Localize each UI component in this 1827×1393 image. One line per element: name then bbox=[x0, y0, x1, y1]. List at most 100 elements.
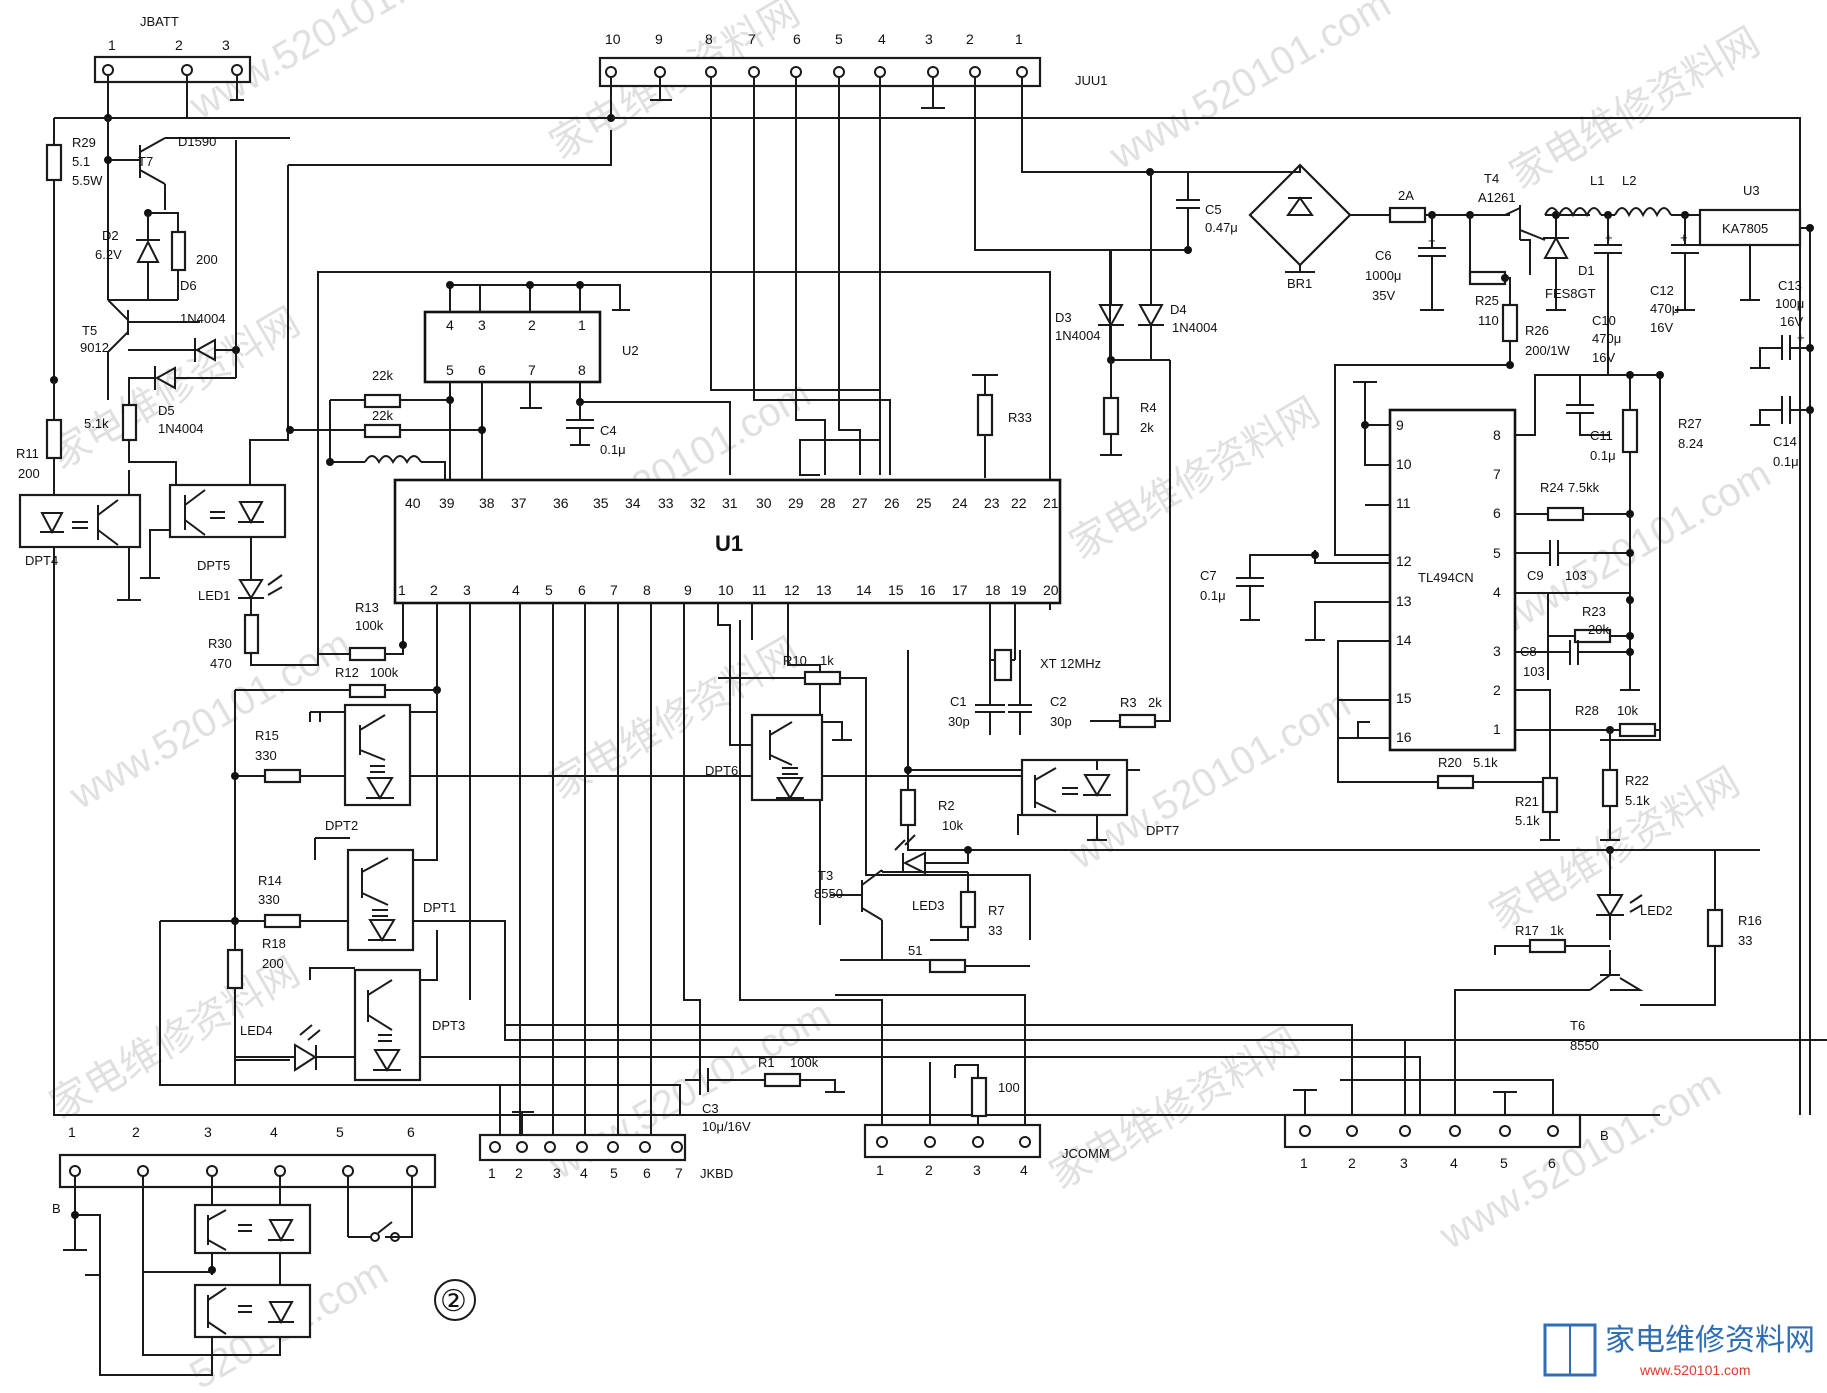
junction bbox=[446, 281, 454, 289]
pin-label: 3 bbox=[973, 1162, 981, 1178]
component-value: 12MHz bbox=[1060, 656, 1101, 671]
resistor-r21 bbox=[1541, 776, 1559, 814]
component-label: R10 bbox=[783, 653, 807, 668]
junction bbox=[71, 1211, 79, 1219]
component-label: R33 bbox=[1008, 410, 1032, 425]
transistor-t5 bbox=[107, 299, 200, 400]
component-label: R21 bbox=[1515, 794, 1539, 809]
resistor-r11 bbox=[45, 418, 63, 460]
capacitor-c8 bbox=[1515, 640, 1630, 665]
pin-label: 13 bbox=[1396, 593, 1412, 609]
component-label: T3 bbox=[818, 868, 833, 883]
component-value: 16V bbox=[1592, 350, 1615, 365]
capacitors-c1-c2 bbox=[975, 690, 1032, 735]
component-label: C8 bbox=[1520, 644, 1537, 659]
pin-label: 12 bbox=[1396, 553, 1412, 569]
component-value: 100 bbox=[998, 1080, 1020, 1095]
wire bbox=[505, 1024, 1554, 1115]
optocoupler-b1 bbox=[193, 1203, 312, 1255]
pin-label: 23 bbox=[984, 495, 1000, 511]
chip-label: U2 bbox=[622, 343, 639, 358]
junction bbox=[231, 917, 239, 925]
pin bbox=[489, 1141, 501, 1153]
component-label: D2 bbox=[102, 228, 119, 243]
capacitor-c10 bbox=[1594, 215, 1622, 376]
component-value: 8550 bbox=[814, 886, 843, 901]
component-label: R27 bbox=[1678, 416, 1702, 431]
component-value: 103 bbox=[1565, 568, 1587, 583]
component-label: R16 bbox=[1738, 913, 1762, 928]
component-value: 0.1μ bbox=[1773, 454, 1799, 469]
wire bbox=[128, 140, 237, 390]
pin-label: 4 bbox=[878, 31, 886, 47]
component-value: 35V bbox=[1372, 288, 1395, 303]
connector-jbatt: JBATT 1 2 3 bbox=[93, 14, 252, 84]
inductor-l1 bbox=[1544, 207, 1602, 218]
wire bbox=[140, 165, 289, 579]
figure-number-circle bbox=[434, 1279, 476, 1321]
switch-contact bbox=[390, 1232, 400, 1242]
junction bbox=[399, 641, 407, 649]
resistor-r22 bbox=[1601, 768, 1619, 808]
component-label: DPT3 bbox=[432, 1018, 465, 1033]
component-value: 22k bbox=[372, 408, 393, 423]
watermark-cn: 家电维修资料网 bbox=[1063, 390, 1327, 568]
pin-label: 7 bbox=[748, 31, 756, 47]
pin-label: 11 bbox=[1396, 495, 1411, 511]
pin-label: 4 bbox=[512, 582, 520, 598]
pin-label: 15 bbox=[1396, 690, 1412, 706]
resistor-r1 bbox=[763, 1072, 802, 1088]
pin-label: 18 bbox=[985, 582, 1001, 598]
phototransistor-icon bbox=[40, 499, 119, 546]
pin bbox=[972, 1136, 984, 1148]
pin-label: 6 bbox=[407, 1124, 415, 1140]
wire bbox=[1505, 277, 1511, 305]
wire bbox=[314, 837, 350, 860]
pin-label: 2 bbox=[515, 1165, 523, 1181]
capacitor-c9 bbox=[1515, 540, 1630, 566]
wire bbox=[1049, 320, 1171, 722]
pin-label: 2 bbox=[132, 1124, 140, 1140]
pin-label: 5 bbox=[610, 1165, 618, 1181]
component-label: C7 bbox=[1200, 568, 1217, 583]
wire bbox=[309, 930, 438, 1071]
component-value: 0.1μ bbox=[600, 442, 626, 457]
resistor-r27 bbox=[1621, 408, 1639, 454]
wire bbox=[989, 603, 1016, 661]
pin bbox=[576, 1141, 588, 1153]
wire bbox=[421, 461, 446, 480]
wire bbox=[117, 470, 141, 601]
pin-label: 7 bbox=[610, 582, 618, 598]
pin-label: 29 bbox=[788, 495, 804, 511]
pin-label: 14 bbox=[856, 582, 872, 598]
component-value: 20k bbox=[1588, 622, 1609, 637]
component-value: 1N4004 bbox=[180, 311, 226, 326]
component-value: 100k bbox=[790, 1055, 819, 1070]
capacitor-c7 bbox=[1236, 554, 1315, 621]
watermark-cn: 家电维修资料网 bbox=[1043, 1020, 1307, 1198]
pin-label: 24 bbox=[952, 495, 968, 511]
wire bbox=[288, 130, 612, 166]
pin bbox=[1399, 1125, 1411, 1137]
pin-label: 25 bbox=[916, 495, 932, 511]
pin bbox=[607, 1141, 619, 1153]
figure-number: ② bbox=[440, 1285, 467, 1318]
connector-label: JBATT bbox=[140, 14, 179, 29]
connector-juu1: 10 9 8 7 6 5 4 3 2 1 JUU1 bbox=[598, 31, 1108, 88]
component-value: 33 bbox=[1738, 933, 1752, 948]
pin-label: 8 bbox=[1493, 427, 1501, 443]
junction bbox=[446, 396, 454, 404]
pin-label: 9 bbox=[655, 31, 663, 47]
component-value: 8.24 bbox=[1678, 436, 1703, 451]
wire bbox=[894, 834, 969, 873]
component-label: R28 bbox=[1575, 703, 1599, 718]
junction bbox=[231, 772, 239, 780]
resistor-22k bbox=[363, 423, 402, 439]
resistor-r17 bbox=[1528, 938, 1567, 954]
component-value: 200 bbox=[262, 956, 284, 971]
pin-label: 6 bbox=[578, 582, 586, 598]
wire bbox=[776, 721, 852, 799]
resistor-r30 bbox=[243, 613, 260, 655]
component-label: D1 bbox=[1578, 263, 1595, 278]
